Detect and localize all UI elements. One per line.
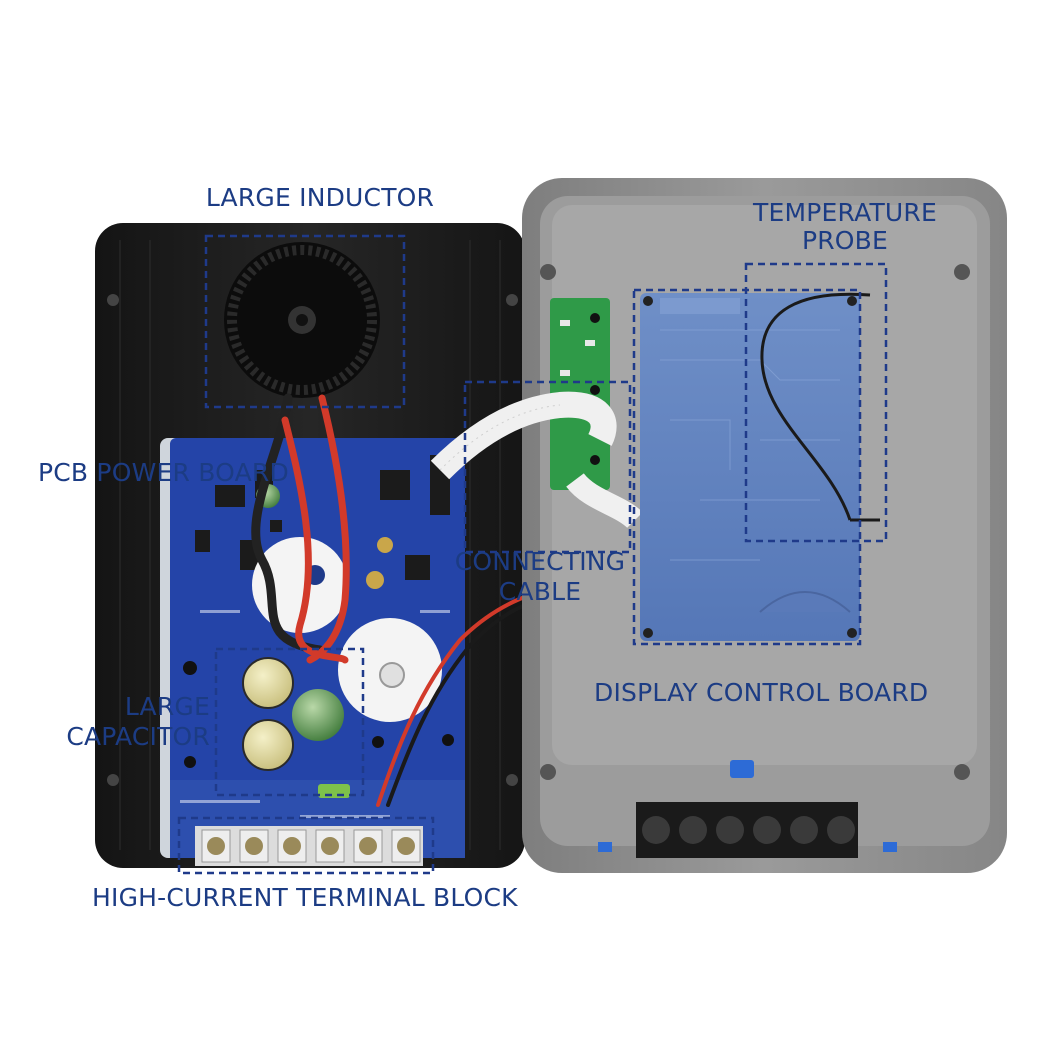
capacitors (242, 657, 350, 798)
temperature-probe-wire (760, 292, 880, 522)
label-temperature-probe: TEMPERATURE PROBE (753, 198, 937, 255)
callout-temperature-probe (744, 262, 888, 543)
inductor (224, 242, 380, 398)
label-pcb-power-board: PCB POWER BOARD (38, 458, 289, 487)
ribbon-cable (430, 391, 643, 529)
enclosure-terminal-openings (636, 802, 858, 858)
display-control-board (640, 293, 860, 641)
label-large-capacitor: LARGE CAPACITOR (66, 692, 210, 751)
label-large-inductor: LARGE INDUCTOR (205, 183, 435, 212)
callout-large-capacitor (214, 647, 365, 797)
label-connecting-cable: CONNECTING CABLE (454, 547, 626, 606)
callout-display-control-board (632, 288, 862, 646)
label-display-control-board: DISPLAY CONTROL BOARD (594, 678, 929, 707)
terminal-block (195, 826, 423, 866)
label-high-current-terminal-block: HIGH-CURRENT TERMINAL BLOCK (92, 883, 518, 912)
callout-large-inductor (204, 234, 406, 409)
callout-terminal-block (177, 816, 435, 875)
callout-boxes (177, 234, 888, 875)
